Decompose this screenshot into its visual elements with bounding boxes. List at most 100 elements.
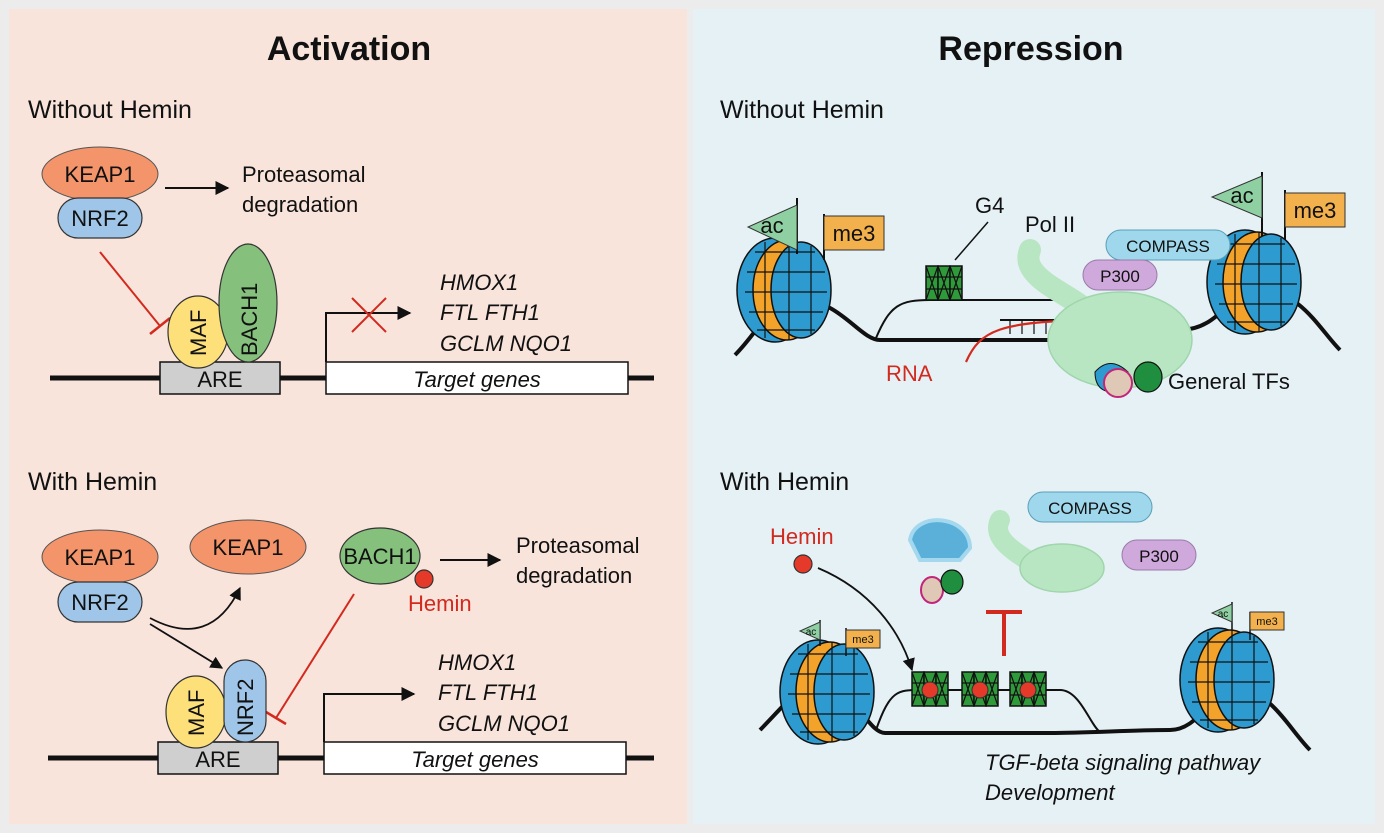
activation-panel [9, 9, 687, 824]
inhibit-bar-2 [265, 710, 287, 726]
p300-label-2: P300 [1139, 547, 1179, 566]
tf-green-2 [940, 569, 964, 595]
target-genes-label-2: Target genes [411, 747, 539, 772]
bach1-oval-2 [339, 527, 421, 585]
me3-tag-3 [845, 629, 881, 649]
degradation-text-2-1: Proteasomal [516, 533, 640, 558]
nrf2-bound-label: NRF2 [233, 679, 258, 736]
inhibit-line [99, 251, 161, 327]
compass-pill [1105, 229, 1231, 261]
gene-line-2: FTL FTH1 [440, 300, 540, 325]
target-genes-box-2 [323, 741, 627, 775]
target-genes-box [325, 361, 629, 395]
me3-tag-1 [823, 215, 885, 251]
pathway-line-2: Development [985, 780, 1116, 805]
ac-label-2: ac [1230, 183, 1253, 208]
hemin-label: Hemin [408, 591, 472, 616]
pol2-label: Pol II [1025, 212, 1075, 237]
pol2-tail [1017, 239, 1091, 316]
inhibit-bar [149, 317, 171, 335]
tf-beige [1103, 368, 1133, 398]
me3-label-1: me3 [833, 221, 876, 246]
g4-label: G4 [975, 193, 1004, 218]
tf-complex [907, 518, 973, 562]
nucleosome-3 [779, 639, 875, 745]
general-tfs-label: General TFs [1168, 369, 1290, 394]
hemin-binding-arrow [817, 567, 915, 672]
gene-line-2-3: GCLM NQO1 [438, 711, 570, 736]
me3-label-2: me3 [1294, 198, 1337, 223]
ac-flag-3 [798, 621, 821, 641]
me3-tag-2 [1284, 192, 1346, 228]
maf-label-2: MAF [184, 690, 209, 736]
compass-label-2: COMPASS [1048, 499, 1132, 518]
degradation-text-2-2: degradation [516, 563, 632, 588]
compass-label: COMPASS [1126, 237, 1210, 256]
inhibit-line-2 [275, 593, 355, 719]
repression-without-hemin-heading: Without Hemin [720, 96, 884, 124]
are-box [159, 361, 281, 395]
degradation-text-1: Proteasomal [242, 162, 366, 187]
g4-hemin-1 [911, 671, 949, 707]
tf-beige-2 [920, 576, 944, 604]
g4-pointer [954, 221, 989, 261]
blocked-x-2 [351, 297, 387, 333]
hemin-dot [414, 569, 434, 589]
gene-line-2-2: FTL FTH1 [438, 680, 538, 705]
ac-flag-2 [1210, 175, 1263, 219]
release-arrow [149, 586, 241, 630]
p300-pill-2 [1121, 539, 1197, 571]
me3-tag-4 [1249, 611, 1285, 631]
me3-label-4: me3 [1256, 616, 1277, 628]
rna-label: RNA [886, 361, 933, 386]
keap1-label-2: KEAP1 [65, 545, 136, 570]
bach1-label: BACH1 [237, 283, 262, 356]
degradation-text-2: degradation [242, 192, 358, 217]
activation-title: Activation [267, 30, 431, 68]
nrf2-pill [57, 197, 143, 239]
gene-line-2-1: HMOX1 [438, 650, 516, 675]
gene-line-1: HMOX1 [440, 270, 518, 295]
repression-title: Repression [938, 30, 1123, 68]
ac-label-1: ac [760, 213, 783, 238]
are-label: ARE [197, 367, 242, 392]
bach1-label-2: BACH1 [343, 544, 416, 569]
transcription-arrow-2 [323, 687, 416, 742]
ac-label-4: ac [1218, 609, 1229, 620]
target-genes-label: Target genes [413, 367, 541, 392]
activation-without-hemin-heading: Without Hemin [28, 96, 192, 124]
nrf2-label-2: NRF2 [71, 590, 128, 615]
hemin-dot-2 [793, 554, 813, 574]
tf-green [1133, 361, 1163, 393]
ac-label-3: ac [806, 627, 817, 638]
maf-label: MAF [186, 310, 211, 356]
are-label-2: ARE [195, 747, 240, 772]
nucleosome-1 [736, 237, 832, 343]
compass-pill-2 [1027, 491, 1153, 523]
free-keap1-label: KEAP1 [213, 535, 284, 560]
g4-hemin-2 [961, 671, 999, 707]
nrf2-bound-pill [223, 659, 267, 743]
gene-line-3: GCLM NQO1 [440, 331, 572, 356]
translocation-arrow [149, 623, 224, 669]
ac-flag-1 [746, 204, 798, 251]
ac-flag-4 [1210, 603, 1233, 623]
p300-label: P300 [1100, 267, 1140, 286]
nrf2-pill-2 [57, 581, 143, 623]
free-keap1-oval [189, 519, 307, 575]
g4-hemin-3 [1009, 671, 1047, 707]
pathway-line-1: TGF-beta signaling pathway [985, 750, 1262, 775]
repression-with-hemin-heading: With Hemin [720, 468, 849, 496]
pol2-body-2 [1019, 543, 1105, 593]
g4-structure [925, 265, 963, 301]
transcription-arrow [325, 306, 412, 362]
hemin-label-2: Hemin [770, 524, 834, 549]
activation-with-hemin-heading: With Hemin [28, 468, 157, 496]
p300-pill [1082, 259, 1158, 291]
are-box-2 [157, 741, 279, 775]
nucleosome-4 [1179, 627, 1275, 733]
keap1-label: KEAP1 [65, 162, 136, 187]
bach1-oval [218, 243, 278, 363]
me3-label-3: me3 [852, 634, 873, 646]
